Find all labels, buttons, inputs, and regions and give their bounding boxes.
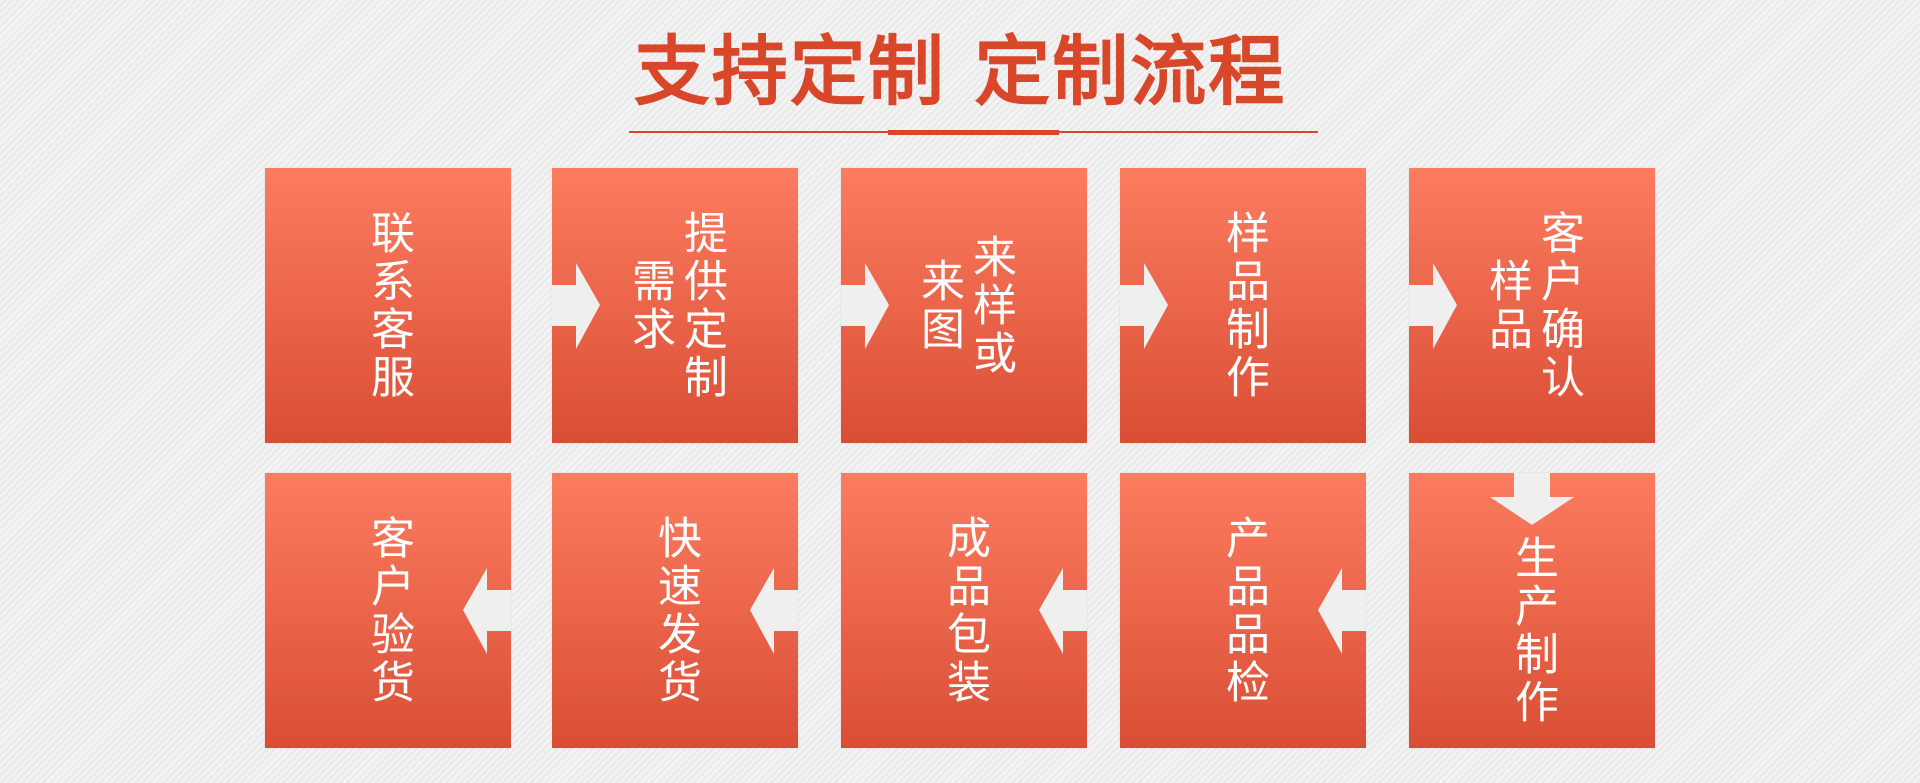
step-label: 成品包装 <box>939 514 990 707</box>
step-label: 快速发货 <box>650 514 701 707</box>
step-label: 来样或 <box>965 233 1016 378</box>
step-label: 生产制作 <box>1507 534 1558 727</box>
process-step: 生产制作 <box>1409 473 1655 748</box>
arrow-left-icon <box>1039 568 1087 654</box>
step-label: 样品 <box>1481 257 1532 354</box>
step-label: 产品品检 <box>1218 514 1269 707</box>
arrow-left-icon <box>463 568 511 654</box>
page-title: 支持定制 定制流程 <box>633 27 1287 116</box>
step-label: 来图 <box>913 257 964 354</box>
arrow-left-icon <box>750 568 798 654</box>
arrow-right-icon <box>841 263 889 349</box>
process-step: 成品包装 <box>841 473 1087 748</box>
arrow-left-icon <box>1318 568 1366 654</box>
process-step: 提供定制需求 <box>552 168 798 443</box>
arrow-right-icon <box>1409 263 1457 349</box>
process-step: 来样或来图 <box>841 168 1087 443</box>
step-label: 样品制作 <box>1218 209 1269 402</box>
process-step: 联系客服 <box>265 168 511 443</box>
arrow-right-icon <box>1120 263 1168 349</box>
process-step: 样品制作 <box>1120 168 1366 443</box>
step-label: 联系客服 <box>363 209 414 402</box>
step-label: 需求 <box>624 257 675 354</box>
process-step: 客户确认样品 <box>1409 168 1655 443</box>
arrow-down-icon <box>1490 473 1574 525</box>
process-step: 快速发货 <box>552 473 798 748</box>
process-step: 产品品检 <box>1120 473 1366 748</box>
step-label: 客户验货 <box>363 514 414 707</box>
step-label: 客户确认 <box>1533 209 1584 402</box>
step-label: 提供定制 <box>676 209 727 402</box>
arrow-right-icon <box>552 263 600 349</box>
title-divider-accent <box>888 130 1059 135</box>
process-step: 客户验货 <box>265 473 511 748</box>
